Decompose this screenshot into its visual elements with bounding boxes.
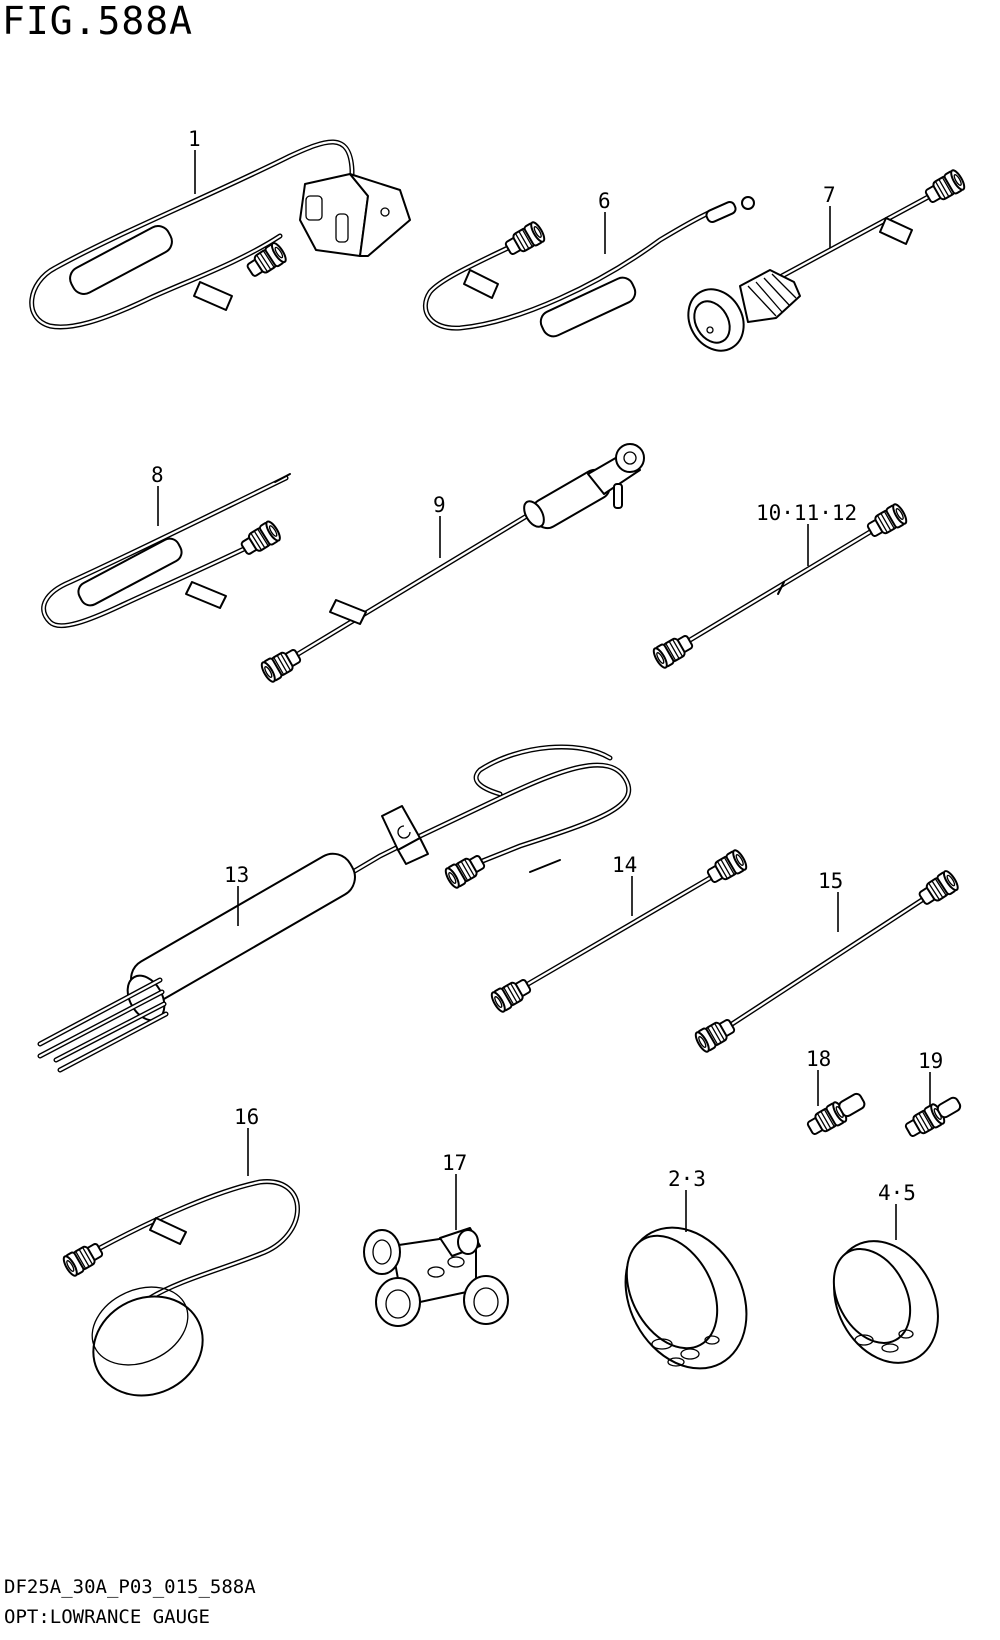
callout-19: 19 [918, 1049, 943, 1073]
callout-18: 18 [806, 1047, 831, 1071]
callout-10-11-12: 10·11·12 [756, 501, 857, 525]
part-8-power-cable [41, 473, 291, 629]
part-9-speed-sensor [258, 443, 645, 685]
part-13-engine-harness [37, 744, 632, 1073]
callout-1: 1 [188, 127, 201, 151]
callout-6: 6 [598, 189, 611, 213]
drawing-code: DF25A_30A_P03_015_588A [4, 1576, 256, 1598]
callout-8: 8 [151, 463, 164, 487]
callout-16: 16 [234, 1105, 259, 1129]
drawing-caption: OPT:LOWRANCE GAUGE [4, 1606, 210, 1628]
part-6-cable [422, 196, 755, 338]
part-10-11-12-extension-cable [650, 501, 910, 671]
part-4-5-gauge-ring [832, 1240, 939, 1364]
callout-15: 15 [818, 869, 843, 893]
part-16-temperature-sensor [60, 1179, 300, 1397]
callout-7: 7 [823, 183, 836, 207]
callout-14: 14 [612, 853, 637, 877]
part-17-t-connector [363, 1227, 509, 1327]
part-19-terminator [901, 1096, 962, 1142]
callout-13: 13 [224, 863, 249, 887]
callout-17: 17 [442, 1151, 467, 1175]
figure-title: FIG.588A [2, 0, 194, 43]
part-1-transducer [29, 139, 411, 330]
part-2-3-gauge-ring [624, 1226, 748, 1370]
callout-9: 9 [433, 493, 446, 517]
part-15-network-cable [692, 868, 962, 1055]
part-18-terminator [803, 1092, 866, 1140]
callout-4-5: 4·5 [878, 1181, 916, 1205]
callout-2-3: 2·3 [668, 1167, 706, 1191]
part-7-thru-hull-sensor [687, 167, 968, 352]
part-14-network-cable [488, 847, 750, 1015]
